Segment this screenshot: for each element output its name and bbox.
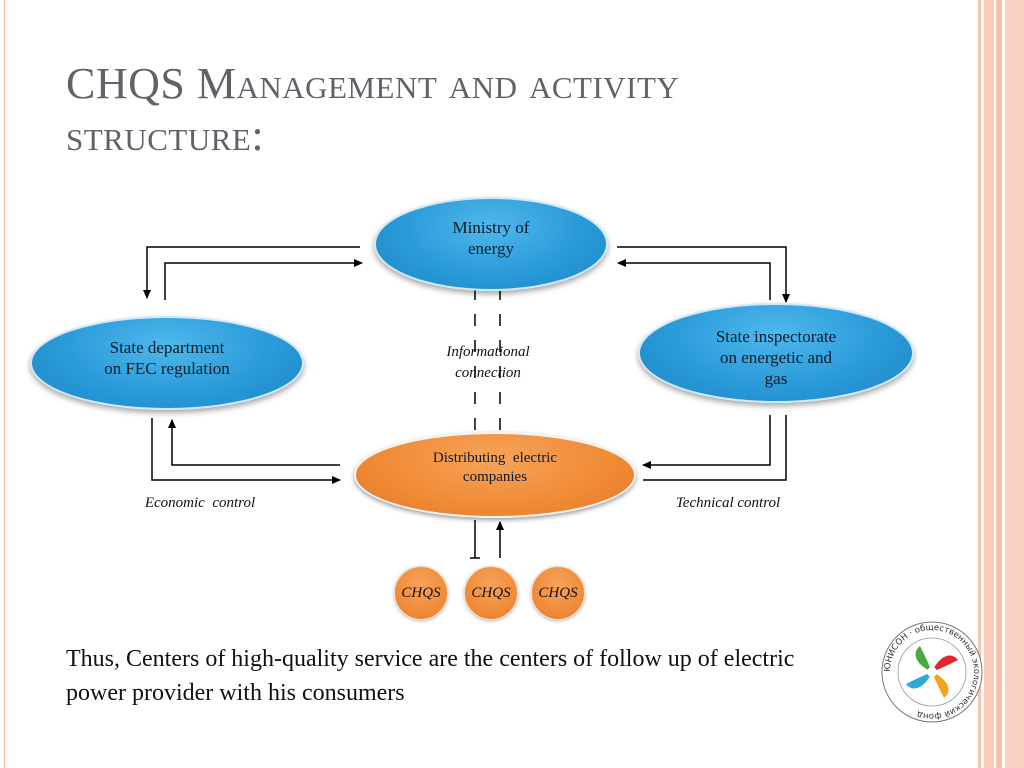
left-border-line bbox=[4, 0, 5, 768]
distributing-line-2: companies bbox=[462, 469, 528, 485]
right-stripe-1 bbox=[978, 0, 981, 768]
distributing-companies-node: Distributing electric companies bbox=[354, 432, 636, 518]
right-stripe-4 bbox=[1005, 0, 1024, 768]
arrow-companies-to-inspectorate bbox=[643, 415, 787, 481]
unison-logo: ЮНИСОН · общественный экологический фонд bbox=[881, 621, 983, 723]
inspectorate-line-1: State inspectorate bbox=[715, 327, 837, 346]
ministry-line-2: energy bbox=[468, 239, 514, 258]
arrow-inspectorate-to-ministry bbox=[617, 259, 771, 300]
ministry-of-energy-node: Ministry of energy bbox=[374, 197, 608, 291]
economic-control-label: Economic control bbox=[144, 495, 256, 511]
chqs-circle-3: CHQS bbox=[531, 566, 585, 620]
arrow-department-to-companies bbox=[151, 418, 341, 484]
informational-connection-label: Informational connection bbox=[418, 342, 558, 384]
arrow-department-to-ministry bbox=[164, 259, 363, 300]
informational-line-2: connection bbox=[455, 365, 521, 381]
slide-caption: Thus, Centers of high-quality service ar… bbox=[66, 646, 795, 706]
technical-control-label: Technical control bbox=[675, 495, 781, 511]
state-department-node: State department on FEC regulation bbox=[30, 316, 304, 410]
department-line-1: State department bbox=[109, 338, 225, 357]
slide-title: CHQS Management and activity structure: bbox=[66, 59, 680, 160]
ministry-line-1: Ministry of bbox=[452, 218, 530, 237]
chqs-circle-1: CHQS bbox=[394, 566, 448, 620]
distributing-line-1: Distributing electric bbox=[432, 450, 558, 466]
right-stripe-2 bbox=[984, 0, 994, 768]
arrow-ministry-to-department bbox=[143, 246, 360, 299]
department-line-2: on FEC regulation bbox=[104, 359, 230, 378]
arrow-companies-to-department bbox=[168, 419, 340, 466]
chqs-circle-2: CHQS bbox=[464, 566, 518, 620]
informational-line-1: Informational bbox=[446, 344, 530, 360]
right-stripe-3 bbox=[996, 0, 1002, 768]
inspectorate-line-3: gas bbox=[764, 369, 788, 388]
state-inspectorate-node: State inspectorate on energetic and gas bbox=[638, 303, 914, 403]
inspectorate-line-2: on energetic and bbox=[719, 348, 833, 367]
arrow-inspectorate-to-companies bbox=[642, 415, 771, 469]
arrow-ministry-to-inspectorate bbox=[617, 246, 790, 303]
